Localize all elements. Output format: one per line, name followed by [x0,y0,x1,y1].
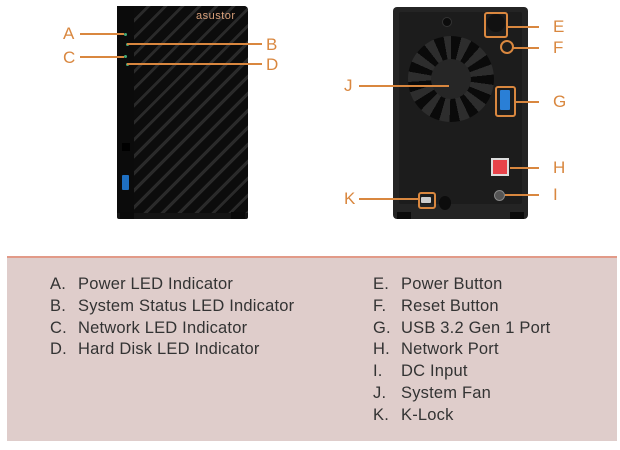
callout-label-g: G [553,92,567,111]
k-lock-slot [421,197,431,203]
callout-box-g [495,86,516,117]
callout-line-k [359,198,418,200]
network-led [124,55,127,58]
legend-key: G. [373,318,391,337]
legend-item: D. Hard Disk LED Indicator [50,339,294,361]
rear-foot-left [397,212,411,219]
legend-key: B. [50,296,66,315]
network-port [491,158,509,176]
legend-key: K. [373,405,389,424]
callout-label-f: F [553,38,564,57]
legend-label: Hard Disk LED Indicator [78,340,260,359]
legend-label: Network Port [401,340,499,359]
callout-line-a [80,33,124,35]
callout-line-g [514,101,539,103]
bottom-screw [439,196,451,210]
legend-item: A. Power LED Indicator [50,274,294,296]
legend-key: C. [50,318,67,337]
callout-line-b [127,43,262,45]
callout-line-e [507,26,539,28]
legend-label: DC Input [401,362,468,381]
front-foot-right [231,212,245,219]
legend-key: H. [373,340,390,359]
legend-label: System Fan [401,383,492,402]
callout-label-d: D [266,55,279,74]
callout-line-c [80,56,124,58]
rear-usb-port [500,90,510,110]
front-diagonal-panel [134,6,248,213]
callout-label-e: E [553,17,565,36]
power-led [124,33,127,36]
legend-item: I. DC Input [373,361,550,383]
top-screw [442,17,452,27]
legend-key: E. [373,275,389,293]
callout-ring-f [500,40,514,54]
legend-column-left: A. Power LED Indicator B. System Status LE… [50,274,294,361]
legend-item: E. Power Button [373,274,550,296]
callout-label-a: A [63,24,75,43]
legend-item: H. Network Port [373,339,550,361]
legend-label: Power LED Indicator [78,275,234,293]
legend-key: I. [373,362,383,381]
callout-line-h [510,167,539,169]
callout-line-j [359,85,449,87]
callout-label-c: C [63,48,76,67]
legend-key: A. [50,275,66,293]
callout-label-b: B [266,35,278,54]
legend-key: D. [50,340,67,359]
legend-key: F. [373,296,387,315]
legend-column-right: E. Power Button F. Reset Button G. USB 3.2 … [373,274,550,427]
legend-item: K. K-Lock [373,405,550,427]
callout-label-j: J [344,76,353,95]
legend-item: J. System Fan [373,383,550,405]
callout-box-e [484,12,508,38]
callout-label-i: I [553,185,558,204]
callout-label-h: H [553,158,566,177]
legend-label: Reset Button [401,296,499,315]
legend-item: F. Reset Button [373,296,550,318]
callout-line-f [513,47,539,49]
callout-box-k [418,192,436,209]
dc-input [494,190,505,201]
front-foot-left [120,212,134,219]
rear-foot-right [510,212,524,219]
callout-label-k: K [344,189,356,208]
legend-label: USB 3.2 Gen 1 Port [401,318,551,337]
legend-box: A. Power LED Indicator B. System Status LE… [7,256,617,441]
legend-label: K-Lock [401,405,454,424]
legend-key: J. [373,383,387,402]
legend-item: C. Network LED Indicator [50,318,294,340]
fan-hub [431,59,471,99]
legend-item: B. System Status LED Indicator [50,296,294,318]
front-notch [122,143,130,151]
front-usb-port [122,175,129,190]
legend-label: Power Button [401,275,503,293]
callout-line-d [127,63,262,65]
legend-item: G. USB 3.2 Gen 1 Port [373,318,550,340]
callout-line-i [505,194,539,196]
legend-label: Network LED Indicator [78,318,248,337]
brand-logo: asustor [196,10,236,22]
legend-label: System Status LED Indicator [78,296,295,315]
power-button [487,14,505,32]
